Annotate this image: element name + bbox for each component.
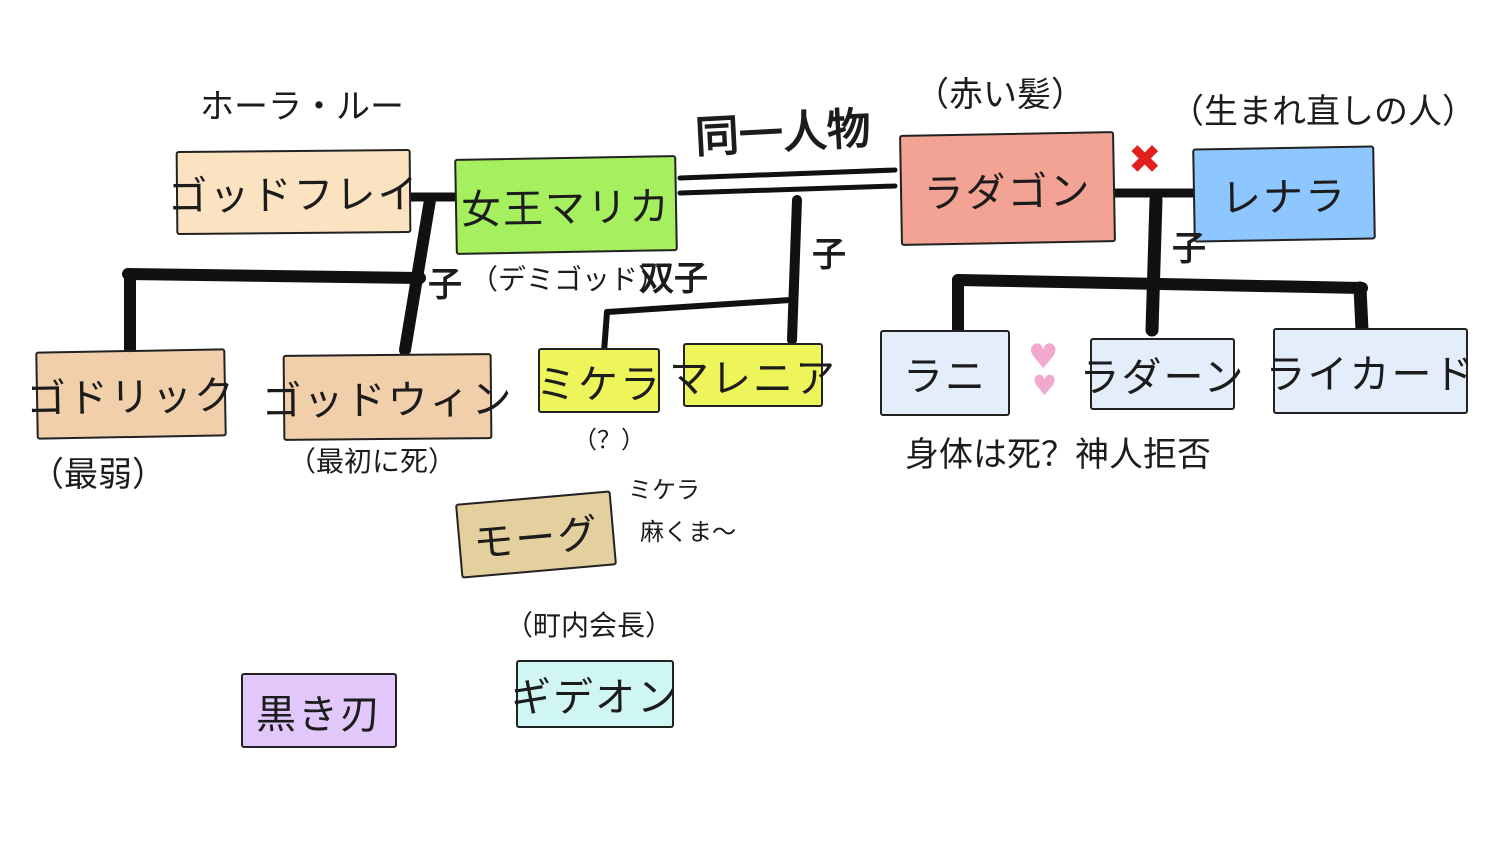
same-person-line-top bbox=[677, 167, 898, 181]
node-radahn-label: ラダーン bbox=[1079, 355, 1246, 401]
twins-bar bbox=[604, 297, 793, 315]
demigod-note: （デミゴッド） bbox=[470, 263, 667, 296]
node-malenia: マレニア bbox=[669, 343, 835, 407]
descent-line-radagon-rennala bbox=[1145, 193, 1163, 337]
node-miquella: ミケラ bbox=[536, 348, 662, 413]
miquella-question-note: （？） bbox=[573, 426, 645, 454]
node-godwyn: ゴッドウィン bbox=[261, 353, 514, 441]
node-godwyn-label: ゴッドウィン bbox=[261, 376, 514, 426]
descent-line-twins bbox=[787, 195, 802, 345]
node-malenia-label: マレニア bbox=[669, 356, 837, 402]
node-gideon-label: ギデオン bbox=[511, 675, 679, 721]
node-marika-label: 女王マリカ bbox=[460, 184, 672, 234]
godwyn-note: （最初に死） bbox=[288, 445, 457, 478]
child-label-radagon-rennala: 子 bbox=[1172, 229, 1206, 269]
twins-label: 双子 bbox=[640, 259, 708, 299]
node-radagon-label: ラダゴン bbox=[923, 168, 1092, 217]
drop-line-rykard bbox=[1353, 281, 1369, 337]
node-marika: 女王マリカ bbox=[454, 155, 678, 255]
node-radahn: ラダーン bbox=[1080, 338, 1244, 410]
heart-icon: ♥ bbox=[1032, 369, 1058, 402]
radagon-note: （赤い髪） bbox=[915, 75, 1085, 115]
drop-line-miquella bbox=[601, 309, 610, 355]
child-label-godfrey-marika: 子 bbox=[428, 265, 462, 305]
same-person-line-bottom bbox=[677, 183, 898, 196]
cross-mark-icon: ✖ bbox=[1128, 137, 1162, 183]
same-person-label: 同一人物 bbox=[693, 103, 873, 164]
node-rennala: レナラ bbox=[1192, 145, 1376, 243]
node-ranni: ラニ bbox=[880, 330, 1010, 416]
gideon-note: （町内会長） bbox=[505, 609, 674, 642]
node-godfrey: ゴッドフレイ bbox=[167, 148, 420, 236]
node-black-knife: 黒き刃 bbox=[241, 673, 397, 748]
node-godfrey-label: ゴッドフレイ bbox=[167, 171, 420, 221]
rennala-note: （生まれ直しの人） bbox=[1170, 92, 1476, 132]
morgott-note-line2: 麻くま〜 bbox=[640, 518, 736, 546]
node-rennala-label: レナラ bbox=[1220, 173, 1348, 223]
node-ranni-label: ラニ bbox=[903, 354, 987, 400]
children-bar-radagon-rennala bbox=[952, 274, 1368, 294]
node-black-knife-label: 黒き刃 bbox=[256, 691, 382, 738]
node-godrick: ゴドリック bbox=[26, 348, 236, 440]
child-label-radagon-marika: 子 bbox=[812, 235, 846, 275]
ranni-note: 身体は死？神人拒否 bbox=[905, 435, 1211, 475]
godfrey-title-note: ホーラ・ルー bbox=[200, 87, 404, 127]
node-rykard: ライカード bbox=[1266, 328, 1474, 414]
node-godrick-label: ゴドリック bbox=[25, 373, 237, 423]
godrick-note: （最弱） bbox=[30, 455, 166, 495]
children-bar-godfrey-marika bbox=[122, 268, 426, 284]
node-radagon: ラダゴン bbox=[899, 131, 1116, 246]
heart-icon: ♥ bbox=[1028, 337, 1059, 377]
node-morgott-label: モーグ bbox=[471, 510, 602, 567]
node-morgott: モーグ bbox=[455, 490, 617, 579]
node-rykard-label: ライカード bbox=[1265, 352, 1476, 398]
morgott-note-line1: ミケラ bbox=[628, 476, 700, 504]
node-gideon: ギデオン bbox=[511, 660, 677, 728]
node-miquella-label: ミケラ bbox=[536, 361, 662, 408]
